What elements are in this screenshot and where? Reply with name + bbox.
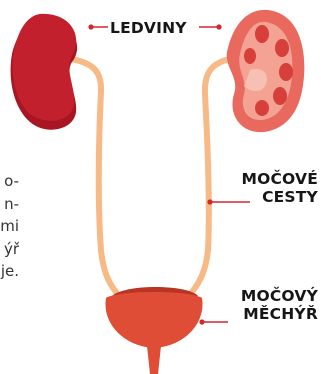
body-text-line: je.	[0, 260, 19, 283]
kidney-right	[227, 10, 305, 132]
label-bladder-line-2: MĚCHÝŘ	[241, 305, 318, 323]
body-text-line: ýř	[0, 238, 19, 261]
body-text-line: n-	[0, 193, 19, 216]
cropped-body-text: o- n- mi ýř je.	[0, 170, 19, 283]
kidney-left	[11, 14, 78, 130]
label-leader-lines	[88, 24, 250, 324]
label-kidneys: LEDVINY	[110, 19, 187, 37]
body-text-line: mi	[0, 215, 19, 238]
label-ureters-line-1: MOČOVÉ	[241, 170, 318, 188]
bladder-body	[105, 292, 202, 348]
bladder	[105, 287, 202, 374]
urethra	[147, 346, 161, 374]
label-ureters-line-2: CESTY	[241, 188, 318, 206]
ureter-right	[192, 58, 234, 292]
body-text-line: o-	[0, 170, 19, 193]
label-bladder-line-1: MOČOVÝ	[241, 287, 318, 305]
label-bladder: MOČOVÝ MĚCHÝŘ	[241, 287, 318, 323]
label-ureters: MOČOVÉ CESTY	[241, 170, 318, 206]
